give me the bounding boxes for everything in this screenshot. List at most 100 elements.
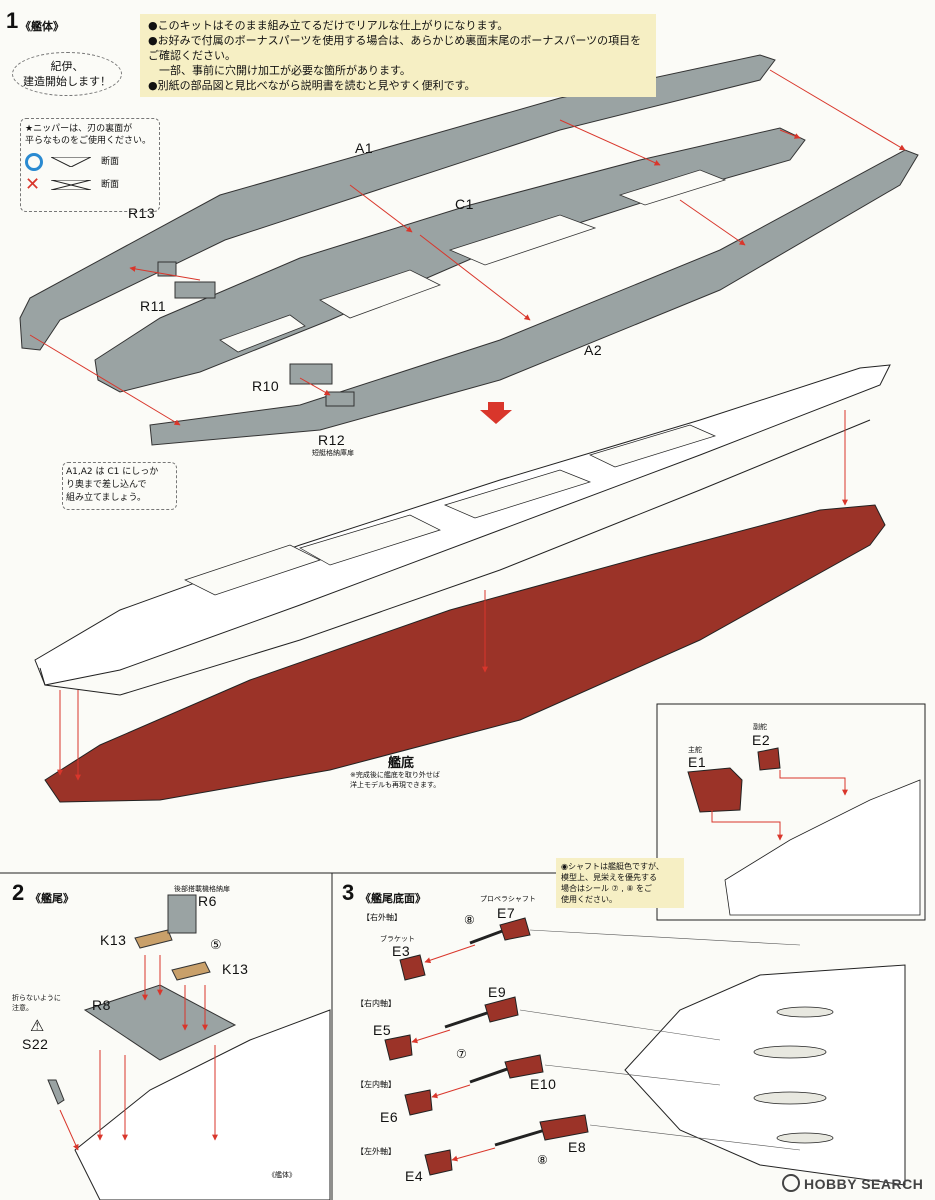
- side-rail-a2: [149, 149, 919, 446]
- label-r6: R6: [198, 893, 217, 909]
- bad-label: 断面: [101, 180, 120, 190]
- blade-section-double-icon: [51, 180, 91, 190]
- label-r10: R10: [252, 378, 280, 394]
- step-2-number: 2: [12, 880, 25, 905]
- part-r8: [83, 984, 237, 1061]
- caption-e2: 副舵: [753, 723, 767, 731]
- caption-r6: 後部搭載機格納扉: [174, 885, 230, 893]
- note-line: ●お好みで付属のボーナスパーツを使用する場合は、あらかじめ裏面末尾のボーナスパー…: [148, 34, 642, 62]
- seal-5: ⑤: [210, 938, 222, 953]
- warning-line: 折らないように: [12, 994, 61, 1002]
- caption-propeller-shaft: プロペラシャフト: [480, 895, 536, 903]
- label-hull-step2: 《艦体》: [268, 1171, 296, 1179]
- warning-note: 折らないように 注意。: [12, 993, 61, 1013]
- label-e7: E7: [497, 905, 516, 921]
- seal-8-bottom: ⑧: [537, 1153, 548, 1167]
- part-r10: [289, 363, 333, 385]
- side-note-box: A1,A2 は C1 にしっか り奥まで差し込んで 組み立てましょう。: [62, 462, 177, 510]
- label-e1: E1: [688, 754, 707, 770]
- stern-view: [724, 779, 921, 916]
- side-rail-a1: [19, 54, 776, 351]
- caption-r12: 短艇格納庫扉: [312, 449, 354, 457]
- part-r13: [157, 261, 177, 277]
- shafts-step3: [444, 917, 589, 1147]
- label-k13-b: K13: [222, 961, 249, 977]
- blade-section-flat-icon: [51, 157, 91, 167]
- label-s22: S22: [22, 1036, 49, 1052]
- watermark-logo: HOBBY SEARCH: [782, 1174, 923, 1192]
- brackets-step3: [384, 954, 453, 1176]
- step-1-number: 1: [6, 8, 19, 33]
- group-title-right-inner: 【右内軸】: [356, 999, 396, 1008]
- nipper-title-line: ★ニッパーは、刃の裏面が: [25, 124, 133, 134]
- label-e8: E8: [568, 1139, 587, 1155]
- circle-ok-icon: [25, 153, 43, 171]
- label-r11: R11: [140, 298, 167, 314]
- hull-bottom-part: [44, 504, 886, 803]
- nipper-good-row: 断面: [25, 153, 155, 171]
- note-line: ●別紙の部品図と見比べながら説明書を読むと見やすく便利です。: [148, 79, 476, 92]
- step-3-number: 3: [342, 880, 355, 905]
- assembly-arrows-bottom: [57, 410, 848, 781]
- side-note-line: A1,A2 は C1 にしっか: [66, 467, 159, 477]
- stern-bottom-view: [624, 964, 906, 1186]
- note-line: 一部、事前に穴開け加工が必要な箇所があります。: [148, 64, 411, 77]
- part-r11: [174, 281, 216, 299]
- group-title-left-outer: 【左外軸】: [356, 1147, 396, 1156]
- hull-bottom-note-line: ※完成後に艦底を取り外せば: [350, 771, 440, 779]
- part-e1: [687, 767, 743, 813]
- label-a2: A2: [584, 342, 603, 358]
- assembly-arrows-step2: [59, 955, 218, 1151]
- hull-bottom-note: ※完成後に艦底を取り外せば 洋上モデルも再現できます。: [350, 770, 440, 790]
- caption-bracket: ブラケット: [380, 935, 415, 943]
- part-r6: [167, 894, 197, 934]
- assembled-hull: [34, 364, 891, 696]
- bubble-line: 建造開始します！: [23, 75, 111, 88]
- speech-bubble: 紀伊、 建造開始します！: [12, 52, 122, 96]
- watermark-text: HOBBY SEARCH: [804, 1176, 924, 1192]
- part-k13-a: [134, 929, 173, 949]
- label-r13: R13: [128, 205, 156, 221]
- assembly-arrows-step1: [29, 69, 906, 426]
- side-note-line: 組み立てましょう。: [66, 493, 147, 503]
- warning-icon: ⚠: [30, 1016, 45, 1035]
- good-label: 断面: [101, 157, 120, 167]
- warning-line: 注意。: [12, 1004, 33, 1012]
- label-e3: E3: [392, 943, 411, 959]
- rudder-inset-frame: [656, 703, 926, 921]
- stern-hull-step2: [74, 1009, 331, 1200]
- down-arrow-icon: [480, 402, 512, 424]
- label-e5: E5: [373, 1022, 392, 1038]
- nipper-title-line: 平らなものをご使用ください。: [25, 136, 152, 146]
- label-e6: E6: [380, 1109, 399, 1125]
- label-k13-a: K13: [100, 932, 127, 948]
- label-r12: R12: [318, 432, 346, 448]
- label-c1: C1: [455, 196, 474, 212]
- bubble-line: 紀伊、: [50, 60, 84, 73]
- label-e10: E10: [530, 1076, 557, 1092]
- shaft-note-line: 使用ください。: [561, 895, 617, 904]
- seal-7: ⑦: [456, 1047, 467, 1061]
- step-1-notes: ●このキットはそのまま組み立てるだけでリアルな仕上がりになります。 ●お好みで付…: [140, 14, 656, 97]
- shaft-note: ◉シャフトは艦艇色ですが、 模型上、見栄えを優先する 場合はシール ⑦ , ⑧ …: [556, 858, 684, 908]
- inner-deck-c1: [94, 127, 806, 393]
- leader-lines-step3: [519, 929, 801, 1151]
- label-a1: A1: [355, 140, 374, 156]
- label-e4: E4: [405, 1168, 424, 1184]
- propellers: [753, 1006, 834, 1144]
- seal-8-top: ⑧: [464, 913, 475, 927]
- shaft-note-line: 場合はシール ⑦ , ⑧ をご: [561, 884, 653, 893]
- label-r8: R8: [92, 997, 111, 1013]
- part-s22: [47, 1079, 65, 1105]
- part-e2: [757, 747, 781, 771]
- group-title-left-inner: 【左内軸】: [356, 1080, 396, 1089]
- shaft-note-line: 模型上、見栄えを優先する: [561, 873, 657, 882]
- label-e2: E2: [752, 732, 771, 748]
- nipper-tip-box: ★ニッパーは、刃の裏面が 平らなものをご使用ください。 断面 ✕ 断面: [20, 118, 160, 212]
- assembly-arrows-step3: [411, 944, 496, 1162]
- group-title-right-outer: 【右外軸】: [362, 913, 402, 922]
- step-1-title: 《艦体》: [20, 20, 64, 33]
- assembly-arrows-rudder: [711, 770, 848, 841]
- part-k13-b: [171, 961, 211, 981]
